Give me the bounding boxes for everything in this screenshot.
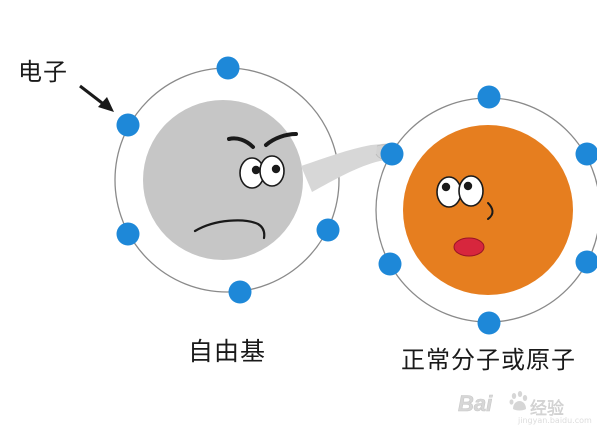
free-radical-label: 自由基	[188, 337, 267, 366]
angry-face-icon	[193, 132, 298, 240]
right-eye	[259, 155, 285, 187]
frown-mouth	[193, 219, 266, 240]
watermark-url: jingyan.baidu.com	[518, 416, 592, 425]
surprised-face-icon	[436, 175, 494, 257]
electron	[116, 113, 140, 137]
electron	[228, 280, 252, 304]
electron	[575, 250, 597, 274]
electron-being-grabbed	[380, 142, 404, 166]
arrow-icon	[79, 84, 114, 112]
baidu-paw-icon	[509, 391, 528, 411]
sweat-mark	[487, 202, 494, 220]
right-pupil	[271, 164, 281, 174]
arrow-head	[98, 97, 114, 112]
right-pupil	[463, 181, 473, 191]
baidu-watermark: Bai 经验 jingyan.baidu.com	[448, 388, 592, 428]
electron	[316, 218, 340, 242]
molecule-body	[403, 125, 573, 295]
molecule-atom	[375, 85, 597, 335]
electron	[378, 252, 402, 276]
free-radical-body	[143, 100, 303, 260]
watermark-brand: Bai	[458, 391, 493, 417]
right-eye	[458, 175, 484, 207]
electron	[575, 142, 597, 166]
left-pupil	[441, 182, 451, 192]
electron	[216, 56, 240, 80]
left-eyebrow	[227, 136, 255, 149]
electron	[477, 85, 501, 109]
electron-label: 电子	[18, 58, 68, 86]
open-mouth	[453, 237, 485, 257]
left-pupil	[251, 165, 261, 175]
arrow-shaft	[79, 84, 107, 108]
free-radical-atom	[114, 56, 340, 304]
electron	[116, 222, 140, 246]
electron	[477, 311, 501, 335]
right-eyebrow	[264, 132, 298, 147]
molecule-label: 正常分子或原子	[401, 346, 576, 374]
left-eye	[436, 176, 462, 208]
watermark-suffix: 经验	[530, 399, 564, 419]
arm-shape	[301, 143, 396, 192]
